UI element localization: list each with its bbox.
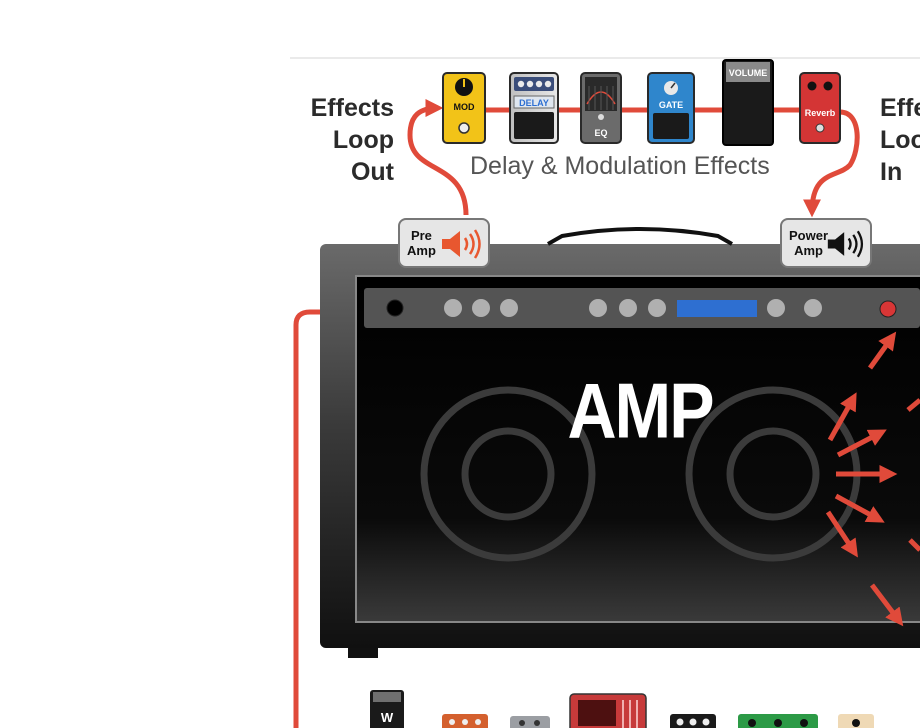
label-line: Power — [789, 228, 829, 243]
black-pedal — [670, 714, 716, 728]
multi-effects-unit — [569, 693, 647, 728]
mod-pedal-label: MOD — [454, 102, 475, 112]
amp-title: AMP — [567, 367, 714, 455]
reverb-pedal-label: Reverb — [805, 108, 836, 118]
wah-pedal-label: W — [381, 710, 394, 725]
knob — [619, 299, 637, 317]
sound-arrow — [836, 429, 887, 458]
sound-arrow — [906, 398, 920, 412]
footswitch — [458, 122, 470, 134]
label-line: Amp — [407, 243, 436, 258]
amplifier-cabinet — [320, 227, 920, 658]
effects-caption: Delay & Modulation Effects — [470, 152, 770, 180]
effects-loop-in-label: Effects Loop In — [880, 92, 920, 188]
knob — [804, 299, 822, 317]
knob — [589, 299, 607, 317]
knob — [500, 299, 518, 317]
knob — [444, 299, 462, 317]
amp-handle — [547, 227, 733, 246]
sound-arrow — [867, 331, 897, 370]
cream-pedal — [838, 714, 874, 728]
knob — [807, 81, 817, 91]
amp-grille — [355, 275, 920, 623]
sound-arrow — [825, 510, 858, 558]
label-line: Loop — [332, 126, 394, 154]
sound-arrow — [834, 493, 885, 523]
label-line: Loop — [880, 126, 920, 154]
sound-arrow — [870, 583, 904, 627]
footswitch — [815, 123, 825, 133]
knob — [767, 299, 785, 317]
sound-arrow — [908, 538, 920, 552]
reverb-pedal: Reverb — [799, 72, 841, 144]
sound-arrow — [827, 392, 857, 442]
gate-pedal-label: GATE — [659, 100, 683, 110]
label-line: Effects — [880, 94, 920, 122]
mod-pedal: MOD — [442, 72, 486, 144]
pre-amp-box: Pre Amp — [398, 218, 490, 268]
label-line: In — [880, 158, 903, 186]
gate-pedal: GATE — [647, 72, 695, 144]
loop-out-arrow — [407, 99, 469, 216]
delay-pedal-label: DELAY — [519, 98, 549, 108]
input-jack — [386, 299, 404, 317]
label-line: Amp — [794, 243, 823, 258]
label-line: Pre — [410, 228, 432, 243]
green-pedal — [738, 714, 818, 728]
label-line: Out — [350, 158, 394, 186]
power-light — [879, 300, 897, 318]
wah-pedal: W — [370, 690, 404, 728]
volume-pedal: VOLUME — [722, 59, 774, 146]
amp-control-strip — [364, 288, 920, 328]
speaker-left-outer — [420, 386, 596, 562]
silver-pedal — [510, 716, 550, 728]
footswitch — [598, 114, 604, 120]
knob — [648, 299, 666, 317]
speaker-icon — [827, 230, 864, 258]
speaker-left-inner — [461, 427, 555, 521]
loop-in-arrow — [803, 109, 860, 218]
eq-pedal-label: EQ — [594, 128, 607, 138]
power-amp-label: Power Amp — [789, 228, 828, 258]
volume-pedal-label: VOLUME — [729, 68, 768, 78]
eq-pedal: EQ — [580, 72, 622, 144]
knob — [823, 81, 833, 91]
sound-output-arrows — [825, 331, 920, 627]
effects-loop-out-label: Effects Loop Out — [290, 92, 394, 188]
orange-pedal — [442, 714, 488, 728]
amp-display — [677, 300, 757, 317]
speaker-icon — [442, 229, 481, 259]
speaker-right-inner — [726, 427, 820, 521]
label-line: Effects — [310, 94, 394, 122]
pre-amp-label: Pre Amp — [407, 228, 436, 258]
power-amp-box: Power Amp — [780, 218, 872, 268]
delay-pedal: DELAY — [509, 72, 559, 144]
input-signal-arrow — [293, 309, 392, 728]
knob — [472, 299, 490, 317]
